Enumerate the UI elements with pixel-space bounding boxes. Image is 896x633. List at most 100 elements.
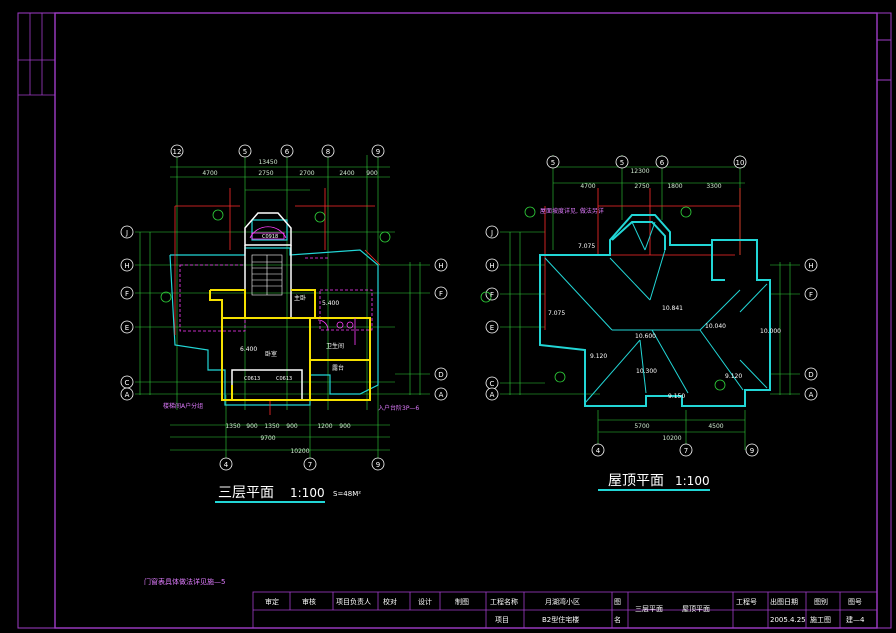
room-label: 卧室	[265, 350, 277, 358]
axis-label: H	[808, 262, 813, 270]
dim-text: 13450	[258, 159, 277, 166]
axis-label: F	[490, 291, 494, 299]
axis-label: F	[439, 290, 443, 298]
right-axis-labels: 5 5 6 10 4 7 9 J H F E C A H F D A	[489, 159, 813, 455]
outer-frame	[17, 12, 892, 629]
dim-text: 2700	[299, 170, 314, 177]
dim-text: 900	[339, 423, 351, 430]
tb-cell: 审核	[302, 597, 316, 606]
axis-label: 9	[376, 461, 380, 469]
room-label: 露台	[332, 364, 344, 372]
axis-label: A	[125, 391, 130, 399]
axis-label: A	[490, 391, 495, 399]
window-mark: C0613	[276, 376, 292, 382]
window-mark: C0613	[244, 376, 260, 382]
axis-label: D	[808, 371, 813, 379]
axis-label: 5	[620, 159, 624, 167]
tb-cell: 图号	[848, 598, 862, 606]
dim-text: 900	[246, 423, 258, 430]
right-dimensions: 12300 4700 2750 1800 3300 5700 4500 1020…	[580, 168, 723, 442]
elevation-text: 5.400	[322, 300, 339, 307]
elevation-text: 10.000	[760, 328, 781, 335]
axis-label: 6	[285, 148, 290, 156]
dim-text: 2750	[634, 183, 649, 190]
axis-label: 6	[660, 159, 665, 167]
axis-label: J	[125, 229, 128, 237]
axis-label: 7	[684, 447, 688, 455]
axis-label: F	[809, 291, 813, 299]
left-binding-strip	[17, 13, 55, 96]
title-block-text: 审定 审核 项目负责人 校对 设计 制图 工程名称 月湖湾小区 图 三层平面 屋…	[265, 597, 865, 624]
dim-text: 1350	[225, 423, 240, 430]
axis-label: E	[125, 324, 129, 332]
dim-text: 2750	[258, 170, 273, 177]
left-note-stair: 楼梯间A户分组	[163, 402, 203, 410]
dim-text: 10200	[662, 435, 681, 442]
dim-text: 9700	[260, 435, 275, 442]
tb-cell: 建—4	[846, 615, 865, 624]
tb-cell: 项目	[495, 616, 509, 624]
tb-cell: 图	[614, 598, 621, 606]
inner-frame	[54, 12, 878, 629]
axis-label: E	[490, 324, 494, 332]
left-area-note: S=48M²	[333, 490, 361, 498]
title-block	[252, 591, 878, 629]
tb-cell: 施工图	[810, 615, 831, 624]
tb-cell: 校对	[383, 597, 397, 606]
dim-text: 900	[286, 423, 298, 430]
left-room-labels: 卧室 主卧 卫生间 露台	[265, 294, 344, 372]
axis-label: H	[438, 262, 443, 270]
tb-cell: B2型住宅楼	[542, 615, 579, 624]
elevation-text: 7.075	[548, 310, 565, 317]
tb-cell: 审定	[265, 597, 279, 606]
right-note-roof: 屋面坡度详见, 做法另详	[540, 207, 604, 215]
axis-label: 4	[596, 447, 601, 455]
left-plan-title: 三层平面	[218, 485, 274, 501]
dim-text: 1200	[317, 423, 332, 430]
tb-cell: 图别	[814, 597, 828, 606]
dim-text: 3300	[706, 183, 721, 190]
tb-cell: 项目负责人	[336, 597, 371, 606]
axis-label: 7	[308, 461, 312, 469]
tb-cell: 屋顶平面	[682, 605, 710, 613]
axis-label: 12	[173, 148, 182, 156]
left-note-entry: 入户台阶3P—6	[378, 404, 419, 412]
elevation-text: 10.040	[705, 323, 726, 330]
dim-text: 10200	[290, 448, 309, 455]
window-mark: C0918	[262, 234, 278, 240]
elevation-text: 6.400	[240, 346, 257, 353]
dim-text: 4500	[708, 423, 723, 430]
dim-text: 4700	[580, 183, 595, 190]
dim-text: 12300	[630, 168, 649, 175]
right-plan-scale: 1:100	[675, 474, 710, 488]
axis-label: A	[809, 391, 814, 399]
room-label: 主卧	[294, 294, 306, 302]
left-elevations: 6.400 5.400	[240, 300, 339, 353]
left-window-marks: C0918 C0613 C0613	[244, 234, 292, 382]
right-plan-title: 屋顶平面	[608, 473, 664, 489]
tb-cell: 月湖湾小区	[545, 597, 580, 606]
tb-cell: 名	[614, 615, 621, 624]
dim-text: 900	[366, 170, 378, 177]
axis-label: 5	[243, 148, 247, 156]
dim-text: 4700	[202, 170, 217, 177]
axis-label: F	[125, 290, 129, 298]
elevation-text: 10.300	[636, 368, 657, 375]
elevation-text: 7.075	[578, 243, 595, 250]
tb-cell: 设计	[418, 597, 432, 606]
axis-label: D	[438, 371, 443, 379]
dim-text: 5700	[634, 423, 649, 430]
axis-label: 9	[750, 447, 754, 455]
left-dimensions: 13450 4700 2750 2700 2400 900 1350 900 1…	[202, 159, 378, 455]
third-floor-plan	[120, 144, 448, 471]
right-elevations: 7.075 7.075 10.841 10.600 10.040 10.300 …	[548, 243, 781, 400]
axis-label: 10	[736, 159, 745, 167]
axis-label: 5	[551, 159, 555, 167]
elevation-text: 9.150	[668, 393, 685, 400]
axis-label: 4	[224, 461, 229, 469]
axis-label: C	[490, 380, 495, 388]
tb-cell: 2005.4.25	[770, 616, 806, 624]
axis-label: H	[489, 262, 494, 270]
right-margin-tab	[876, 39, 892, 81]
dim-text: 2400	[339, 170, 354, 177]
